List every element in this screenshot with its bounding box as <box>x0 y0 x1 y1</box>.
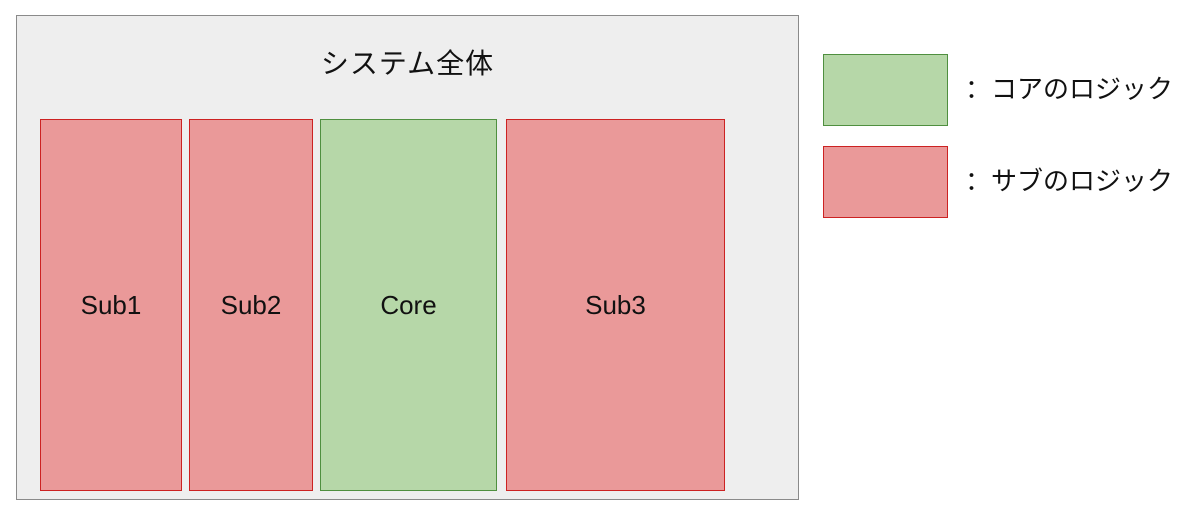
module-sub2: Sub2 <box>189 119 313 491</box>
module-core: Core <box>320 119 497 491</box>
module-core-label: Core <box>380 289 437 320</box>
module-sub3: Sub3 <box>506 119 725 491</box>
module-sub1: Sub1 <box>40 119 182 491</box>
module-sub2-label: Sub2 <box>220 289 282 320</box>
system-title: システム全体 <box>320 47 495 80</box>
system-boundary: システム全体 Sub1 Sub2 Core Sub3 <box>16 15 799 500</box>
legend-sub-swatch <box>823 146 948 218</box>
module-sub3-label: Sub3 <box>585 289 646 320</box>
module-sub1-label: Sub1 <box>80 289 142 320</box>
legend-core-swatch <box>823 54 948 126</box>
legend-sub-label: ：サブのロジック <box>965 167 1174 197</box>
legend-core-label: ：コアのロジック <box>965 75 1174 105</box>
